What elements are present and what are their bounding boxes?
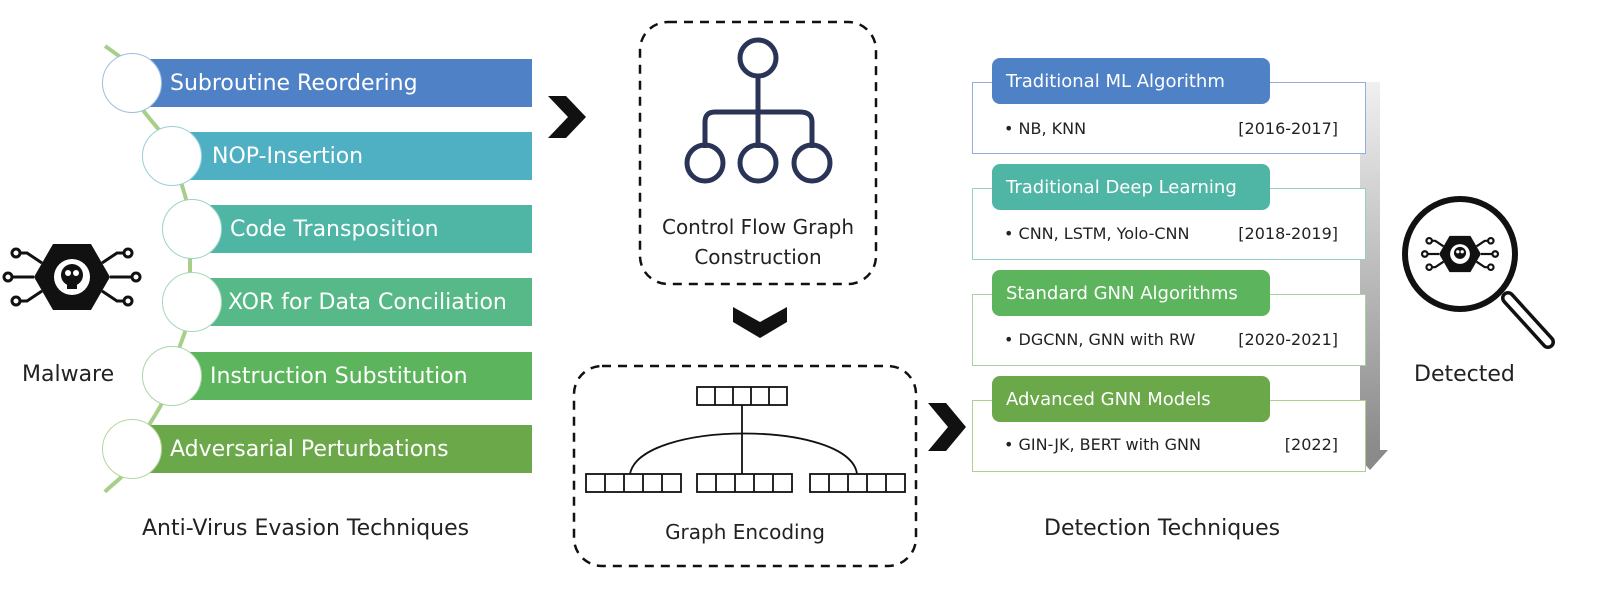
evasion-node-circle xyxy=(142,126,202,186)
chevron-right-icon xyxy=(548,96,586,138)
detection-item-advanced: • GIN-JK, BERT with GNN xyxy=(1004,435,1201,454)
evasion-bar-subroutine-reordering: Subroutine Reordering xyxy=(130,59,532,107)
evasion-bar-nop-insertion: NOP-Insertion xyxy=(170,132,532,180)
detection-years-dl: [2018-2019] xyxy=(1238,224,1338,243)
detection-header-gnn: Standard GNN Algorithms xyxy=(992,270,1270,316)
cfg-label-line2: Construction xyxy=(694,245,822,269)
evasion-node-circle xyxy=(162,199,222,259)
chevron-right-icon xyxy=(928,403,966,451)
detection-item-dl: • CNN, LSTM, Yolo-CNN xyxy=(1004,224,1190,243)
detection-years-gnn: [2020-2021] xyxy=(1238,330,1338,349)
cfg-label: Control Flow Graph Construction xyxy=(640,212,876,272)
evasion-section-title: Anti-Virus Evasion Techniques xyxy=(142,516,470,541)
encoding-graph-icon xyxy=(585,386,906,493)
evasion-bar-label: Subroutine Reordering xyxy=(170,70,418,96)
encoding-dashed-box xyxy=(572,364,918,568)
cfg-dashed-box xyxy=(638,20,878,286)
evasion-node-circle xyxy=(142,346,202,406)
tree-graph-icon xyxy=(684,37,833,184)
evasion-node-circle xyxy=(102,419,162,479)
detection-section-title: Detection Techniques xyxy=(1044,516,1281,541)
malware-label: Malware xyxy=(22,362,115,387)
evasion-bar-xor: XOR for Data Conciliation xyxy=(190,278,532,326)
evasion-bar-instruction-substitution: Instruction Substitution xyxy=(170,352,532,400)
magnifier-icon xyxy=(1402,196,1555,349)
detection-item-gnn: • DGCNN, GNN with RW xyxy=(1004,330,1196,349)
encoding-label: Graph Encoding xyxy=(665,520,825,544)
malware-icon xyxy=(2,244,142,310)
evasion-bar-label: XOR for Data Conciliation xyxy=(228,289,507,315)
evasion-bar-label: Instruction Substitution xyxy=(210,363,468,389)
evasion-bar-label: NOP-Insertion xyxy=(212,143,364,169)
evasion-node-circle xyxy=(102,53,162,113)
detection-header-advanced: Advanced GNN Models xyxy=(992,376,1270,422)
detected-label: Detected xyxy=(1414,362,1515,387)
evasion-bar-code-transposition: Code Transposition xyxy=(190,205,532,253)
evasion-bar-label: Code Transposition xyxy=(230,216,439,242)
detection-years-advanced: [2022] xyxy=(1284,435,1338,454)
chevron-down-icon xyxy=(733,307,787,338)
evasion-node-circle xyxy=(162,272,222,332)
evasion-bar-label: Adversarial Perturbations xyxy=(170,436,449,462)
detection-item-ml: • NB, KNN xyxy=(1004,119,1087,138)
evasion-bar-adversarial-perturbations: Adversarial Perturbations xyxy=(130,425,532,473)
detection-header-ml: Traditional ML Algorithm xyxy=(992,58,1270,104)
detection-header-dl: Traditional Deep Learning xyxy=(992,164,1270,210)
detection-years-ml: [2016-2017] xyxy=(1238,119,1338,138)
cfg-label-line1: Control Flow Graph xyxy=(661,215,854,239)
